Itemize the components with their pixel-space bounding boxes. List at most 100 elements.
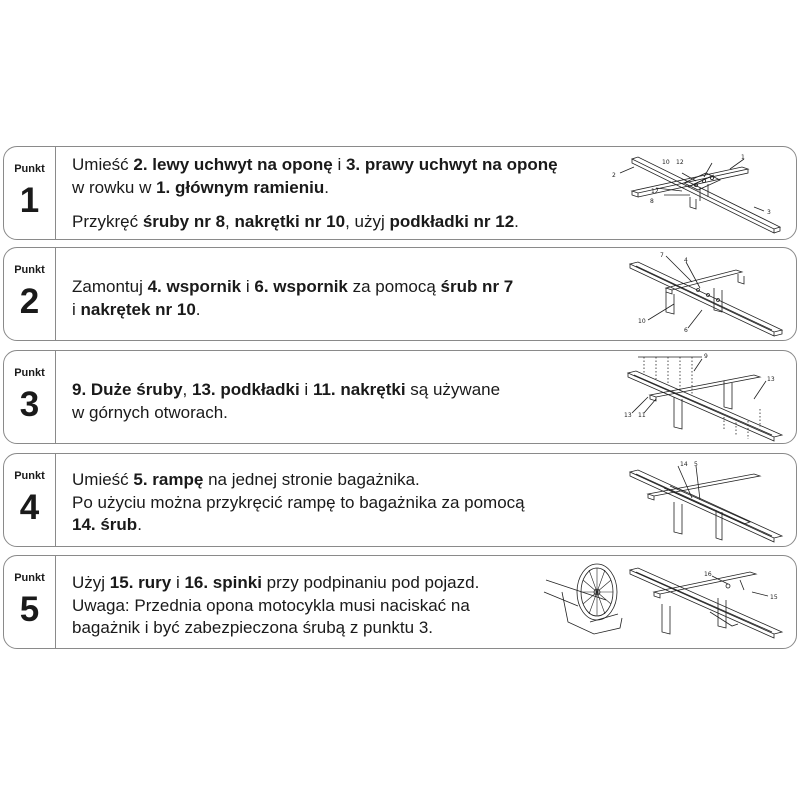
text-run: w górnych otworach. [72, 402, 228, 422]
step-5: Punkt 5 Użyj 15. rury i 16. spinki przy … [3, 555, 797, 649]
text-run: i [299, 380, 313, 399]
callout-9: 9 [704, 353, 708, 360]
callout-6: 6 [684, 327, 688, 334]
step-badge: Punkt 2 [4, 248, 56, 340]
step-number: 3 [19, 385, 40, 424]
bold-term: 13. podkładki [192, 380, 300, 399]
callout-11: 11 [638, 412, 646, 419]
text-run: Zamontuj [72, 277, 148, 296]
text-run: przy podpinaniu pod pojazd. [261, 573, 480, 592]
bold-term: 15. rury [109, 573, 172, 592]
assembly-diagram-step-2: 7 4 10 6 [604, 248, 794, 342]
step-text: Umieść 2. lewy uchwyt na oponę i 3. praw… [72, 154, 602, 234]
step-paragraph: Użyj 15. rury i 16. spinki przy podpinan… [72, 572, 602, 595]
assembly-diagram-step-1: 1 2 3 10 12 12 8 [604, 147, 794, 241]
step-label: Punkt [14, 470, 45, 482]
step-paragraph: 9. Duże śruby, 13. podkładki i 11. nakrę… [72, 379, 602, 402]
step-label: Punkt [14, 264, 45, 276]
assembly-diagram-step-4: 14 5 [604, 454, 794, 548]
text-run: Umieść [72, 470, 134, 489]
step-badge: Punkt 5 [4, 556, 56, 648]
step-1: Punkt 1 Umieść 2. lewy uchwyt na oponę i… [3, 146, 797, 240]
text-run: . [324, 177, 329, 197]
bold-term: podkładki nr 12 [389, 212, 515, 231]
bold-term: 5. rampę [133, 470, 204, 489]
bold-term: śruby nr 8 [142, 212, 226, 231]
callout-12: 12 [651, 188, 659, 195]
text-run: i [72, 299, 81, 319]
text-run: na jednej stronie bagażnika. [203, 470, 420, 489]
step-paragraph: 14. śrub. [72, 514, 602, 537]
step-paragraph: Uwaga: Przednia opona motocykla musi nac… [72, 595, 602, 618]
text-run: Po użyciu można przykręcić rampę to baga… [72, 492, 525, 512]
step-2: Punkt 2 Zamontuj 4. wspornik i 6. wsporn… [3, 247, 797, 341]
bold-term: 6. wspornik [254, 277, 348, 296]
text-run: , [182, 380, 192, 399]
step-3: Punkt 3 9. Duże śruby, 13. podkładki i 1… [3, 350, 797, 444]
text-run: , [225, 212, 235, 231]
callout-7: 7 [660, 252, 664, 259]
callout-2: 2 [612, 172, 616, 179]
step-number: 2 [19, 282, 40, 321]
step-paragraph: w górnych otworach. [72, 402, 602, 425]
step-paragraph: i nakrętek nr 10. [72, 299, 602, 322]
text-run: , użyj [345, 212, 390, 231]
step-label: Punkt [14, 367, 45, 379]
step-4: Punkt 4 Umieść 5. rampę na jednej stroni… [3, 453, 797, 547]
step-paragraph: Umieść 5. rampę na jednej stronie bagażn… [72, 469, 602, 492]
step-badge: Punkt 1 [4, 147, 56, 239]
step-number: 1 [19, 181, 40, 220]
text-run: i [171, 573, 185, 592]
text-run: w rowku w [72, 177, 157, 197]
text-run: Przykręć [72, 212, 143, 231]
text-run: za pomocą [347, 277, 441, 296]
step-text: Użyj 15. rury i 16. spinki przy podpinan… [72, 572, 602, 640]
callout-16: 16 [704, 571, 712, 578]
callout-5: 5 [694, 461, 698, 468]
text-run: Uwaga: Przednia opona motocykla musi nac… [72, 595, 470, 615]
step-number: 5 [19, 590, 40, 629]
step-badge: Punkt 3 [4, 351, 56, 443]
callout-3: 3 [767, 209, 771, 216]
text-run: . [195, 299, 201, 319]
bold-term: 14. śrub [72, 515, 138, 534]
step-label: Punkt [14, 572, 45, 584]
assembly-diagram-step-5: 16 15 [620, 556, 794, 650]
step-text: Umieść 5. rampę na jednej stronie bagażn… [72, 469, 602, 537]
step-paragraph: Umieść 2. lewy uchwyt na oponę i 3. praw… [72, 154, 602, 177]
text-run: są używane [405, 380, 501, 399]
callout-1: 1 [741, 154, 745, 161]
text-run: i [241, 277, 255, 296]
step-paragraph: Po użyciu można przykręcić rampę to baga… [72, 492, 602, 515]
text-run: Umieść [72, 155, 134, 174]
callout-12: 12 [676, 159, 684, 166]
callout-10: 10 [638, 318, 646, 325]
text-run: i [332, 155, 346, 174]
text-run: bagażnik i być zabezpieczona śrubą z pun… [72, 618, 434, 637]
callout-14: 14 [680, 461, 688, 468]
callout-15: 15 [770, 594, 778, 601]
step-text: 9. Duże śruby, 13. podkładki i 11. nakrę… [72, 379, 602, 424]
text-run: Użyj [72, 573, 110, 592]
text-run: . [137, 515, 142, 534]
assembly-diagram-step-3: 9 13 13 11 [604, 351, 794, 445]
step-text: Zamontuj 4. wspornik i 6. wspornik za po… [72, 276, 602, 321]
bold-term: 4. wspornik [147, 277, 242, 296]
bold-term: 16. spinki [184, 573, 262, 592]
bold-term: nakrętki nr 10 [234, 212, 346, 231]
step-paragraph: bagażnik i być zabezpieczona śrubą z pun… [72, 617, 602, 640]
callout-8: 8 [650, 198, 654, 205]
callout-13: 13 [624, 412, 632, 419]
step-badge: Punkt 4 [4, 454, 56, 546]
step-label: Punkt [14, 163, 45, 175]
text-run: . [514, 212, 519, 231]
step-number: 4 [19, 488, 40, 527]
step-paragraph: Zamontuj 4. wspornik i 6. wspornik za po… [72, 276, 602, 299]
motorcycle-wheel-drawing [542, 556, 626, 650]
bold-term: 11. nakrętki [312, 380, 406, 399]
bold-term: 1. głównym ramieniu [156, 177, 325, 197]
bold-term: śrub nr 7 [440, 277, 514, 296]
bold-term: 2. lewy uchwyt na oponę [133, 155, 333, 174]
callout-4: 4 [684, 257, 688, 264]
bold-term: 9. Duże śruby [72, 380, 183, 399]
